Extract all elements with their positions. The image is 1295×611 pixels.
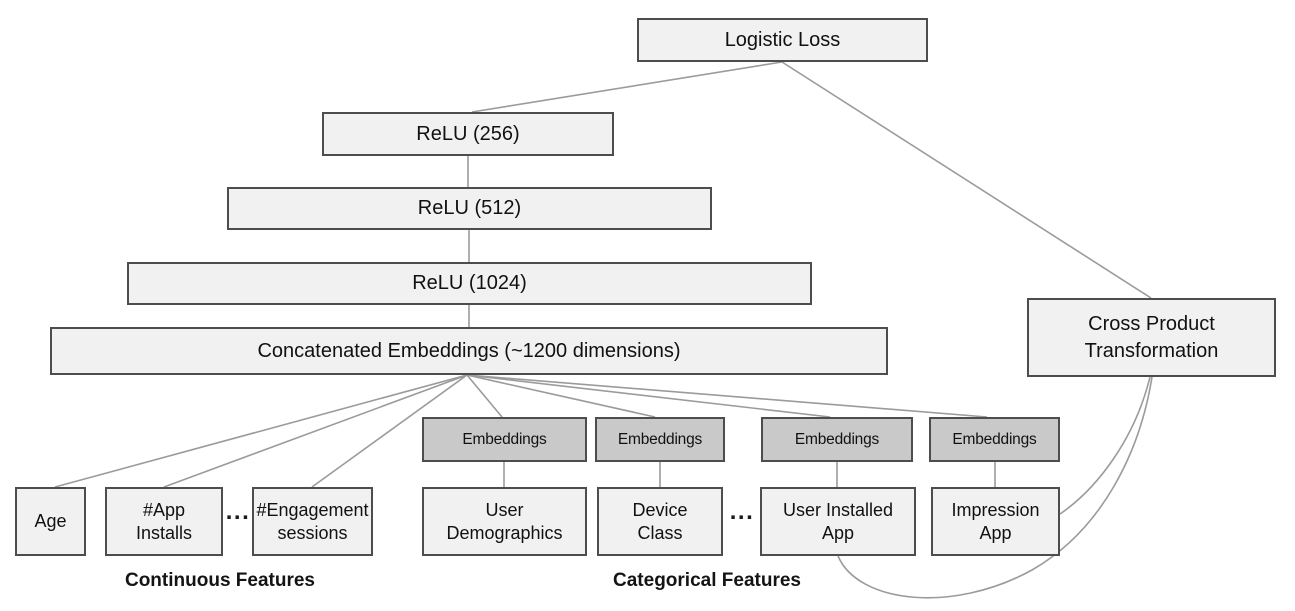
node-user-installed-app: User Installed App [760, 487, 916, 556]
node-user-demographics: User Demographics [422, 487, 587, 556]
node-relu-256: ReLU (256) [322, 112, 614, 156]
edge-userinstalled-to-crossproduct-curve [837, 376, 1153, 599]
node-relu-1024: ReLU (1024) [127, 262, 812, 305]
node-relu-512: ReLU (512) [227, 187, 712, 230]
edge-concat-to-embed3 [466, 374, 831, 418]
edge-logloss-to-crossproduct [781, 61, 1152, 299]
node-embeddings-user-demographics: Embeddings [422, 417, 587, 462]
node-embeddings-impression-app: Embeddings [929, 417, 1060, 462]
node-embeddings-device-class: Embeddings [595, 417, 725, 462]
edge-concat-to-embed4 [466, 374, 988, 418]
edge-concat-to-engagement [311, 374, 468, 488]
continuous-ellipsis: ... [225, 498, 251, 525]
node-concatenated-embeddings: Concatenated Embeddings (~1200 dimension… [50, 327, 888, 375]
node-cross-product-transformation: Cross Product Transformation [1027, 298, 1276, 377]
node-app-installs: #App Installs [105, 487, 223, 556]
categorical-ellipsis: ... [729, 498, 755, 525]
node-logistic-loss: Logistic Loss [637, 18, 928, 62]
node-age: Age [15, 487, 86, 556]
continuous-features-label: Continuous Features [124, 570, 315, 591]
categorical-features-label: Categorical Features [613, 570, 801, 591]
edge-impression-to-crossproduct-curve [1059, 376, 1151, 515]
edge-concat-to-embed1 [466, 374, 503, 418]
edge-concat-to-embed2 [466, 374, 656, 418]
edge-concat-to-age [54, 374, 468, 488]
node-device-class: Device Class [597, 487, 723, 556]
node-engagement-sessions: #Engagement sessions [252, 487, 373, 556]
edge-concat-to-app-installs [163, 374, 468, 488]
node-impression-app: Impression App [931, 487, 1060, 556]
node-embeddings-user-installed-app: Embeddings [761, 417, 913, 462]
edge-logloss-to-relu256 [471, 61, 783, 113]
